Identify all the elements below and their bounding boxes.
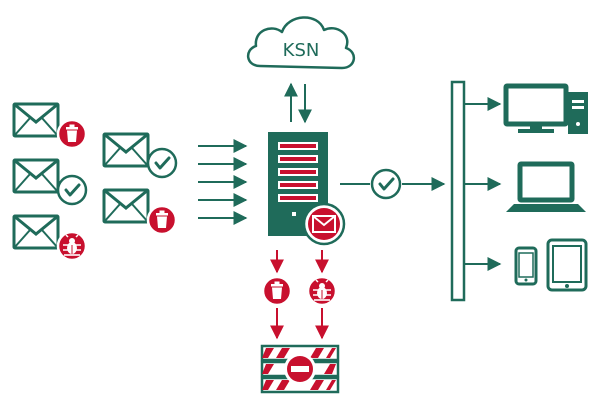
check-badge-icon	[146, 147, 178, 179]
check-badge-icon	[56, 174, 88, 206]
inbound-arrows	[198, 139, 248, 225]
envelope-icon	[12, 158, 60, 194]
envelope-icon	[102, 188, 150, 224]
bug-badge-icon	[306, 275, 338, 307]
envelope-badge-icon	[302, 202, 346, 246]
envelope-icon	[102, 132, 150, 168]
smartphone-icon	[514, 246, 538, 286]
cloud-server-arrows	[284, 82, 312, 124]
ksn-label: KSN	[283, 40, 320, 61]
envelope-icon	[12, 102, 60, 138]
ksn-cloud: KSN	[247, 16, 355, 70]
rejected-flow	[261, 250, 338, 340]
blocked-barrier-icon	[260, 344, 340, 394]
trash-badge-icon	[146, 204, 178, 236]
bug-badge-icon	[56, 230, 88, 262]
desktop-computer-icon	[503, 83, 588, 134]
distribution-bus	[450, 80, 502, 302]
envelope-icon	[12, 214, 60, 250]
trash-badge-icon	[261, 275, 293, 307]
tablet-icon	[546, 238, 588, 292]
check-badge-icon	[370, 168, 402, 200]
no-entry-icon	[284, 353, 316, 385]
incoming-mail-group	[12, 102, 88, 262]
outbound-flow	[340, 168, 446, 200]
laptop-icon	[506, 161, 586, 212]
trash-badge-icon	[56, 118, 88, 150]
filtered-mail-group	[102, 132, 178, 236]
